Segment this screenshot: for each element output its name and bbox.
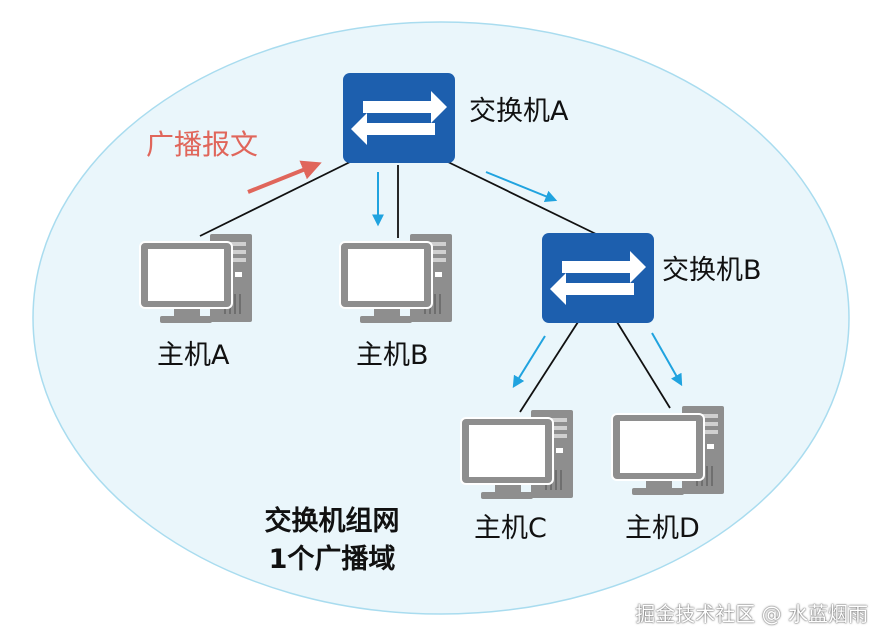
link-swa-hosta bbox=[199, 161, 351, 237]
flow-arrow-to-swb bbox=[485, 171, 558, 202]
switch-a-icon bbox=[343, 73, 455, 163]
broadcast-arrow bbox=[247, 160, 322, 194]
link-swa-swb bbox=[447, 161, 597, 235]
domain-caption-line2: 1个广播域 bbox=[268, 544, 396, 575]
switch-a-label: 交换机A bbox=[469, 96, 569, 127]
flow-arrows bbox=[372, 171, 683, 389]
host-b-label: 主机B bbox=[356, 340, 429, 371]
flow-arrow-to-hostd bbox=[651, 332, 683, 387]
links bbox=[199, 161, 671, 413]
link-swb-hostd bbox=[616, 321, 671, 409]
host-a-label: 主机A bbox=[157, 340, 230, 371]
watermark: 掘金技术社区 @ 水蓝烟雨 bbox=[635, 602, 868, 626]
broadcast-label: 广播报文 bbox=[146, 128, 259, 161]
switch-b-icon bbox=[542, 233, 654, 323]
link-swb-hostc bbox=[519, 321, 579, 413]
flow-arrow-to-hostc bbox=[512, 335, 546, 389]
domain-caption: 交换机组网 1个广播域 bbox=[232, 503, 432, 579]
switch-b-label: 交换机B bbox=[662, 255, 762, 286]
host-d-label: 主机D bbox=[625, 513, 700, 544]
host-c-label: 主机C bbox=[474, 513, 547, 544]
domain-caption-line1: 交换机组网 bbox=[264, 506, 400, 537]
